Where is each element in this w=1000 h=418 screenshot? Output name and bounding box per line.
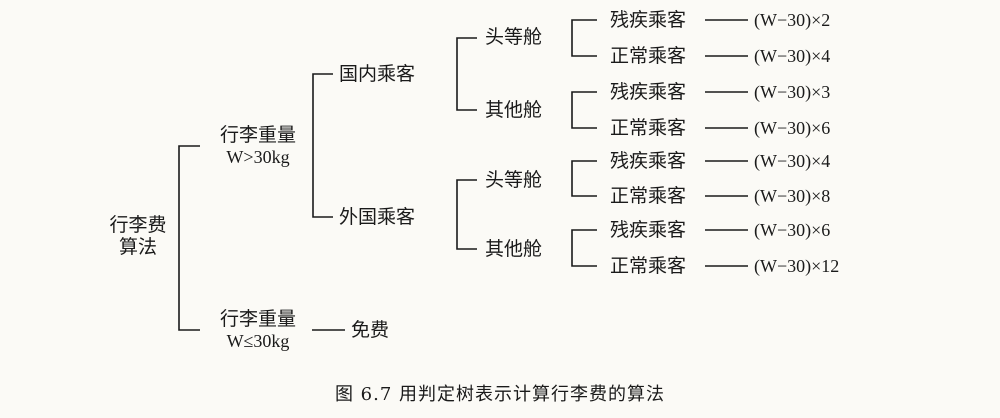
domestic-bracket [456, 37, 477, 111]
root-bracket [178, 145, 200, 331]
under30-line2: W≤30kg [226, 331, 290, 351]
d-other-node: 其他舱 [485, 99, 543, 121]
d-first-bracket [571, 19, 597, 57]
d-other-bracket [571, 91, 597, 129]
f-other-bracket [571, 229, 597, 267]
leaf-1-formula: (W−30)×2 [754, 10, 831, 30]
free-label: 免费 [351, 319, 390, 341]
leaf-5-condition: 残疾乘客 [610, 150, 687, 172]
over30-bracket [312, 73, 333, 218]
leaf-3-formula: (W−30)×3 [754, 82, 831, 102]
leaf-8-formula: (W−30)×12 [754, 256, 840, 276]
foreign-node: 外国乘客 [339, 206, 416, 228]
f-first-node: 头等舱 [485, 169, 543, 191]
leaf-5-formula: (W−30)×4 [754, 151, 831, 171]
foreign-bracket [456, 179, 477, 250]
under30-line1: 行李重量 [219, 308, 296, 330]
root-line2: 算法 [118, 236, 157, 258]
figure-caption: 图 6.7 用判定树表示计算行李费的算法 [334, 384, 666, 405]
leaf-2-condition: 正常乘客 [610, 45, 687, 67]
leaf-1-condition: 残疾乘客 [610, 9, 687, 31]
f-other-node: 其他舱 [485, 238, 543, 260]
over30-node: 行李重量 W>30kg [210, 124, 306, 168]
leaf-4-formula: (W−30)×6 [754, 118, 831, 138]
leaf-2-formula: (W−30)×4 [754, 46, 831, 66]
over30-line1: 行李重量 [219, 124, 296, 146]
f-first-bracket [571, 160, 597, 197]
leaf-6-condition: 正常乘客 [610, 185, 687, 207]
leaf-8-condition: 正常乘客 [610, 255, 687, 277]
under30-node: 行李重量 W≤30kg [210, 308, 306, 352]
leaf-3-condition: 残疾乘客 [610, 81, 687, 103]
leaf-4-condition: 正常乘客 [610, 117, 687, 139]
root-line1: 行李费 [109, 214, 167, 236]
leaf-6-formula: (W−30)×8 [754, 186, 831, 206]
leaf-7-formula: (W−30)×6 [754, 220, 831, 240]
domestic-node: 国内乘客 [339, 63, 416, 85]
root-node: 行李费 算法 [108, 214, 168, 258]
d-first-node: 头等舱 [485, 26, 543, 48]
over30-line2: W>30kg [226, 147, 290, 167]
leaf-7-condition: 残疾乘客 [610, 219, 687, 241]
